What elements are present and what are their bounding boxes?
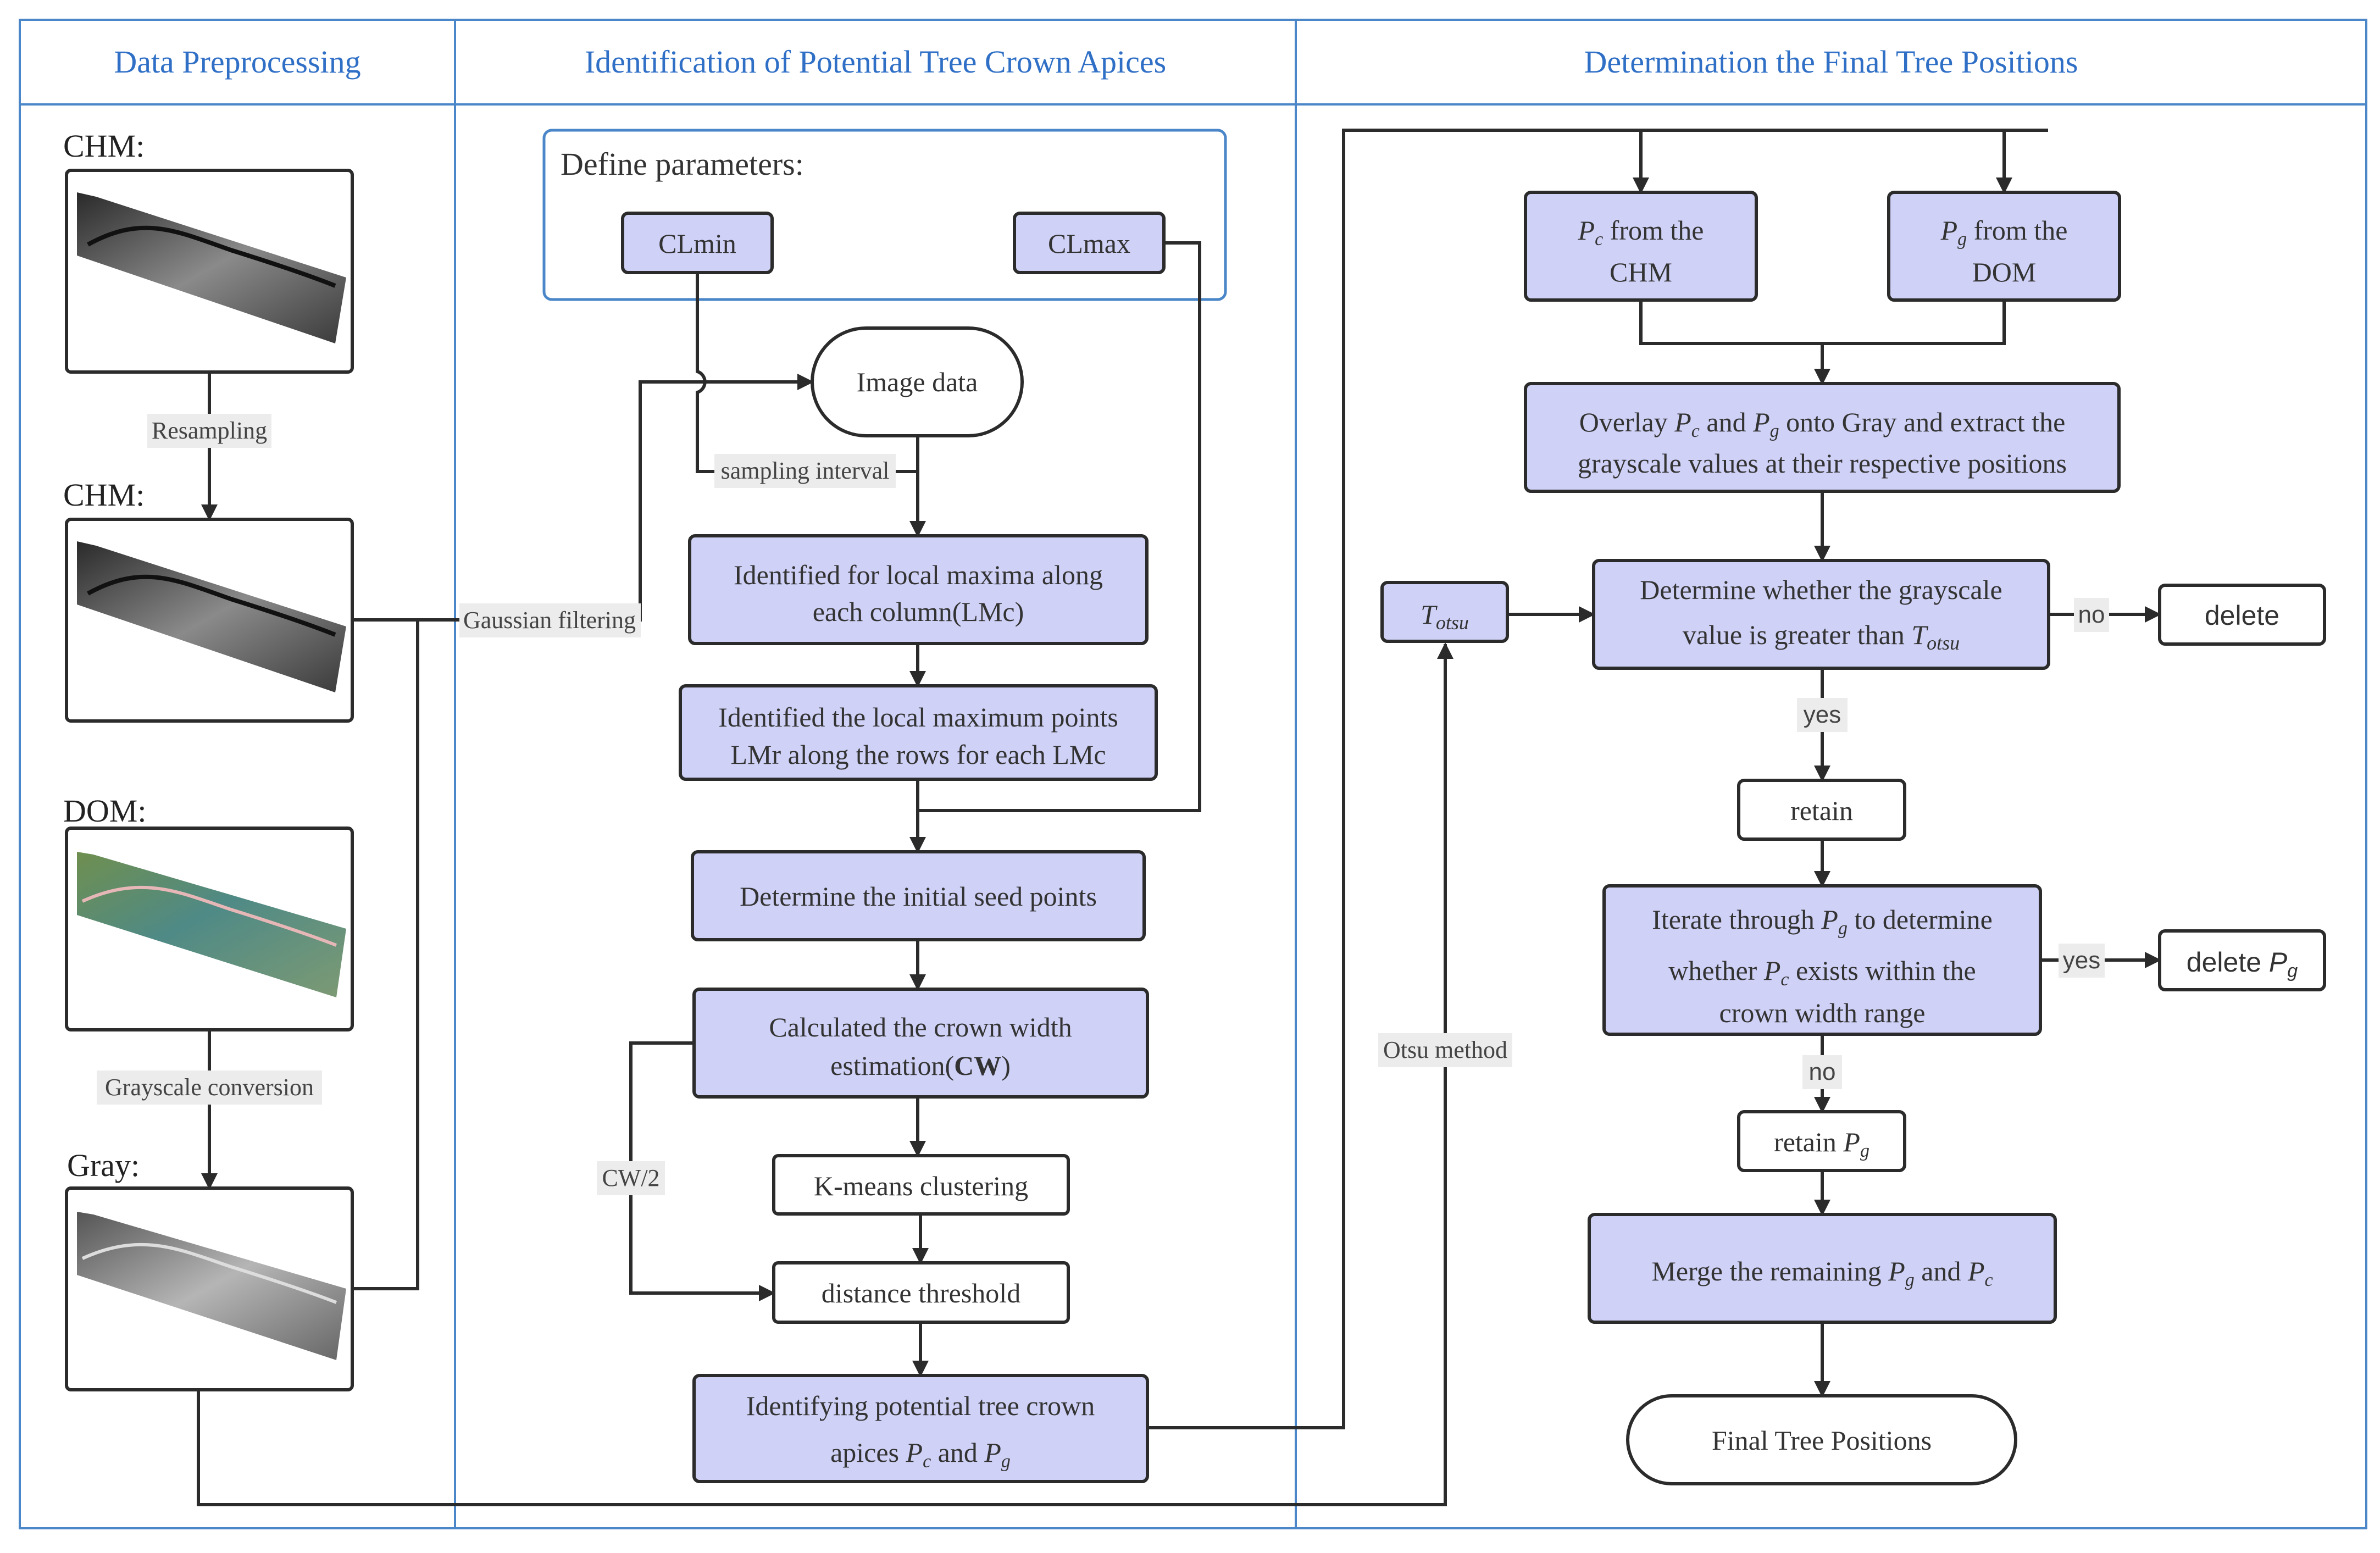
gaussian-filtering-label: Gaussian filtering bbox=[463, 607, 636, 634]
lmc-line2: each column(LMc) bbox=[813, 596, 1024, 627]
delete-label: delete bbox=[2205, 600, 2279, 631]
apices-line1: Identifying potential tree crown bbox=[746, 1390, 1095, 1421]
no1-label: no bbox=[2078, 601, 2105, 628]
retain-label: retain bbox=[1790, 795, 1853, 826]
overlay-line2: grayscale values at their respective pos… bbox=[1578, 448, 2067, 479]
seed-points-label: Determine the initial seed points bbox=[740, 881, 1097, 912]
pc-from-chm-line1: Pc from the bbox=[1578, 215, 1704, 249]
final-tree-positions-node bbox=[1626, 1394, 2017, 1485]
pg-from-dom-line1: Pg from the bbox=[1940, 215, 2068, 249]
cw-half-label-bg bbox=[597, 1161, 665, 1195]
gray-label: Gray: bbox=[67, 1147, 140, 1183]
totsu-label: Totsu bbox=[1421, 599, 1469, 634]
image-data-label: Image data bbox=[857, 367, 978, 397]
dom-label: DOM: bbox=[63, 793, 146, 829]
pg-from-dom-line2: DOM bbox=[1972, 257, 2037, 287]
final-tree-positions-label: Final Tree Positions bbox=[1712, 1425, 1932, 1456]
gray-image bbox=[65, 1186, 354, 1391]
pc-from-chm-line2: CHM bbox=[1610, 257, 1672, 287]
merge-pc-pg-connector bbox=[1639, 300, 2006, 345]
distance-threshold-label: distance threshold bbox=[822, 1278, 1020, 1308]
yes1-label-bg bbox=[1797, 698, 1848, 732]
gray-to-gaussian-connector bbox=[352, 620, 419, 1290]
sampling-interval-label: sampling interval bbox=[721, 457, 890, 484]
otsu-method-label-bg bbox=[1378, 1033, 1512, 1067]
cw-half-label: CW/2 bbox=[602, 1164, 659, 1191]
sampling-interval-label-bg bbox=[714, 454, 896, 488]
gaussian-filtering-label-bg bbox=[459, 603, 641, 637]
apices-line2: apices Pc and Pg bbox=[830, 1437, 1011, 1472]
frame bbox=[19, 19, 2367, 1529]
no2-label: no bbox=[1809, 1058, 1836, 1085]
overlay-line1: Overlay Pc and Pg onto Gray and extract … bbox=[1579, 407, 2066, 441]
cw-line2: estimation(CW) bbox=[830, 1050, 1011, 1081]
lmr-line2: LMr along the rows for each LMc bbox=[730, 739, 1106, 770]
clmin-label: CLmin bbox=[658, 228, 736, 259]
yes2-label: yes bbox=[2063, 947, 2100, 974]
header-identification: Identification of Potential Tree Crown A… bbox=[585, 44, 1166, 80]
header-data-preprocessing: Data Preprocessing bbox=[114, 44, 360, 80]
kmeans-label: K-means clustering bbox=[814, 1171, 1028, 1201]
determine-line2: value is greater than Totsu bbox=[1683, 619, 1960, 654]
lmc-line1: Identified for local maxima along bbox=[734, 559, 1103, 590]
delete-pg-label: delete Pg bbox=[2187, 947, 2298, 981]
delete-box bbox=[2158, 584, 2326, 646]
determine-line1: Determine whether the grayscale bbox=[1640, 574, 2002, 605]
delete-pg-box bbox=[2158, 929, 2326, 991]
cw-line1: Calculated the crown width bbox=[769, 1012, 1072, 1042]
chm-image-1 bbox=[65, 169, 354, 374]
yes2-label-bg bbox=[2059, 944, 2105, 978]
chm-image-2 bbox=[65, 518, 354, 723]
grayscale-conversion-label-bg bbox=[97, 1071, 322, 1105]
iterate-line2: whether Pc exists within the bbox=[1668, 955, 1976, 990]
grayscale-conversion-label: Grayscale conversion bbox=[105, 1074, 314, 1101]
iterate-line3: crown width range bbox=[1719, 997, 1926, 1028]
otsu-method-label: Otsu method bbox=[1383, 1036, 1507, 1063]
clmax-connector bbox=[918, 241, 1201, 812]
clmin-sampling-connector bbox=[696, 273, 918, 473]
merge-label: Merge the remaining Pg and Pc bbox=[1651, 1256, 1993, 1290]
iterate-line1: Iterate through Pg to determine bbox=[1652, 904, 1993, 939]
resampling-label: Resampling bbox=[152, 417, 267, 444]
totsu-box bbox=[1380, 581, 1509, 643]
chm-label-2: CHM: bbox=[63, 477, 145, 513]
define-parameters-label: Define parameters: bbox=[561, 146, 804, 182]
lmr-line1: Identified the local maximum points bbox=[718, 702, 1118, 733]
clmax-label: CLmax bbox=[1048, 228, 1130, 259]
apices-to-col3-connector bbox=[1147, 129, 2048, 1429]
no1-label-bg bbox=[2074, 598, 2109, 632]
yes1-label: yes bbox=[1804, 701, 1841, 728]
resampling-label-bg bbox=[147, 414, 271, 448]
dom-image bbox=[65, 827, 354, 1031]
gray-to-totsu-connector bbox=[197, 642, 1453, 1506]
no2-label-bg bbox=[1802, 1055, 1842, 1089]
chm-label-1: CHM: bbox=[63, 128, 145, 164]
retain-pg-label: retain Pg bbox=[1774, 1127, 1869, 1161]
header-final-positions: Determination the Final Tree Positions bbox=[1584, 44, 2078, 80]
